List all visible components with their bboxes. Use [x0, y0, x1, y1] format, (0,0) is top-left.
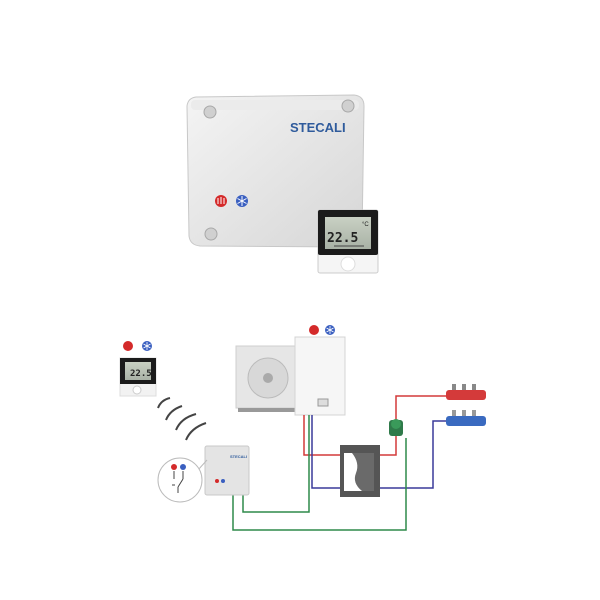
circulator-pump [389, 419, 403, 436]
wireless-signal-icon [157, 397, 207, 441]
cooling-snowflake-icon [142, 341, 152, 351]
diagram-brand-logo: STECALI [230, 454, 247, 459]
heating-icon [215, 195, 227, 207]
thermostat: 22.5 °C [317, 209, 379, 274]
cold-manifold [446, 410, 486, 426]
cooling-snowflake-icon [236, 195, 248, 207]
screw-icon [203, 105, 217, 119]
indoor-heat-pump-unit [294, 336, 346, 416]
heating-icon [123, 341, 133, 351]
heating-icon [171, 464, 177, 470]
heating-icon [309, 325, 319, 335]
switch-icon [172, 471, 184, 493]
brand-logo: STECALI [290, 120, 346, 135]
thermostat-unit: °C [362, 222, 369, 228]
cooling-snowflake-icon [180, 464, 186, 470]
switch-detail [157, 457, 208, 503]
cold-pipe [311, 415, 342, 489]
hot-pipe [303, 415, 342, 456]
system-diagram: 22.5 [119, 325, 486, 531]
remote-thermostat: 22.5 [119, 357, 157, 397]
control-wire [242, 415, 310, 513]
thermostat-knob [340, 256, 356, 272]
outdoor-heat-pump-unit [235, 345, 299, 412]
control-box: STECALI [186, 94, 365, 248]
hot-manifold [446, 384, 486, 400]
heating-icon [215, 479, 219, 483]
cooling-snowflake-icon [325, 325, 335, 335]
cooling-snowflake-icon [221, 479, 225, 483]
control-wire [232, 438, 407, 531]
thermostat-temperature: 22.5 [327, 231, 358, 246]
screw-icon [204, 227, 218, 241]
remote-thermostat-temperature: 22.5 [130, 369, 152, 379]
buffer-tank [340, 445, 380, 497]
diagram-control-box: STECALI [204, 445, 250, 496]
hot-pipe [378, 395, 446, 456]
screw-icon [341, 99, 355, 113]
lcd-display [325, 217, 371, 249]
